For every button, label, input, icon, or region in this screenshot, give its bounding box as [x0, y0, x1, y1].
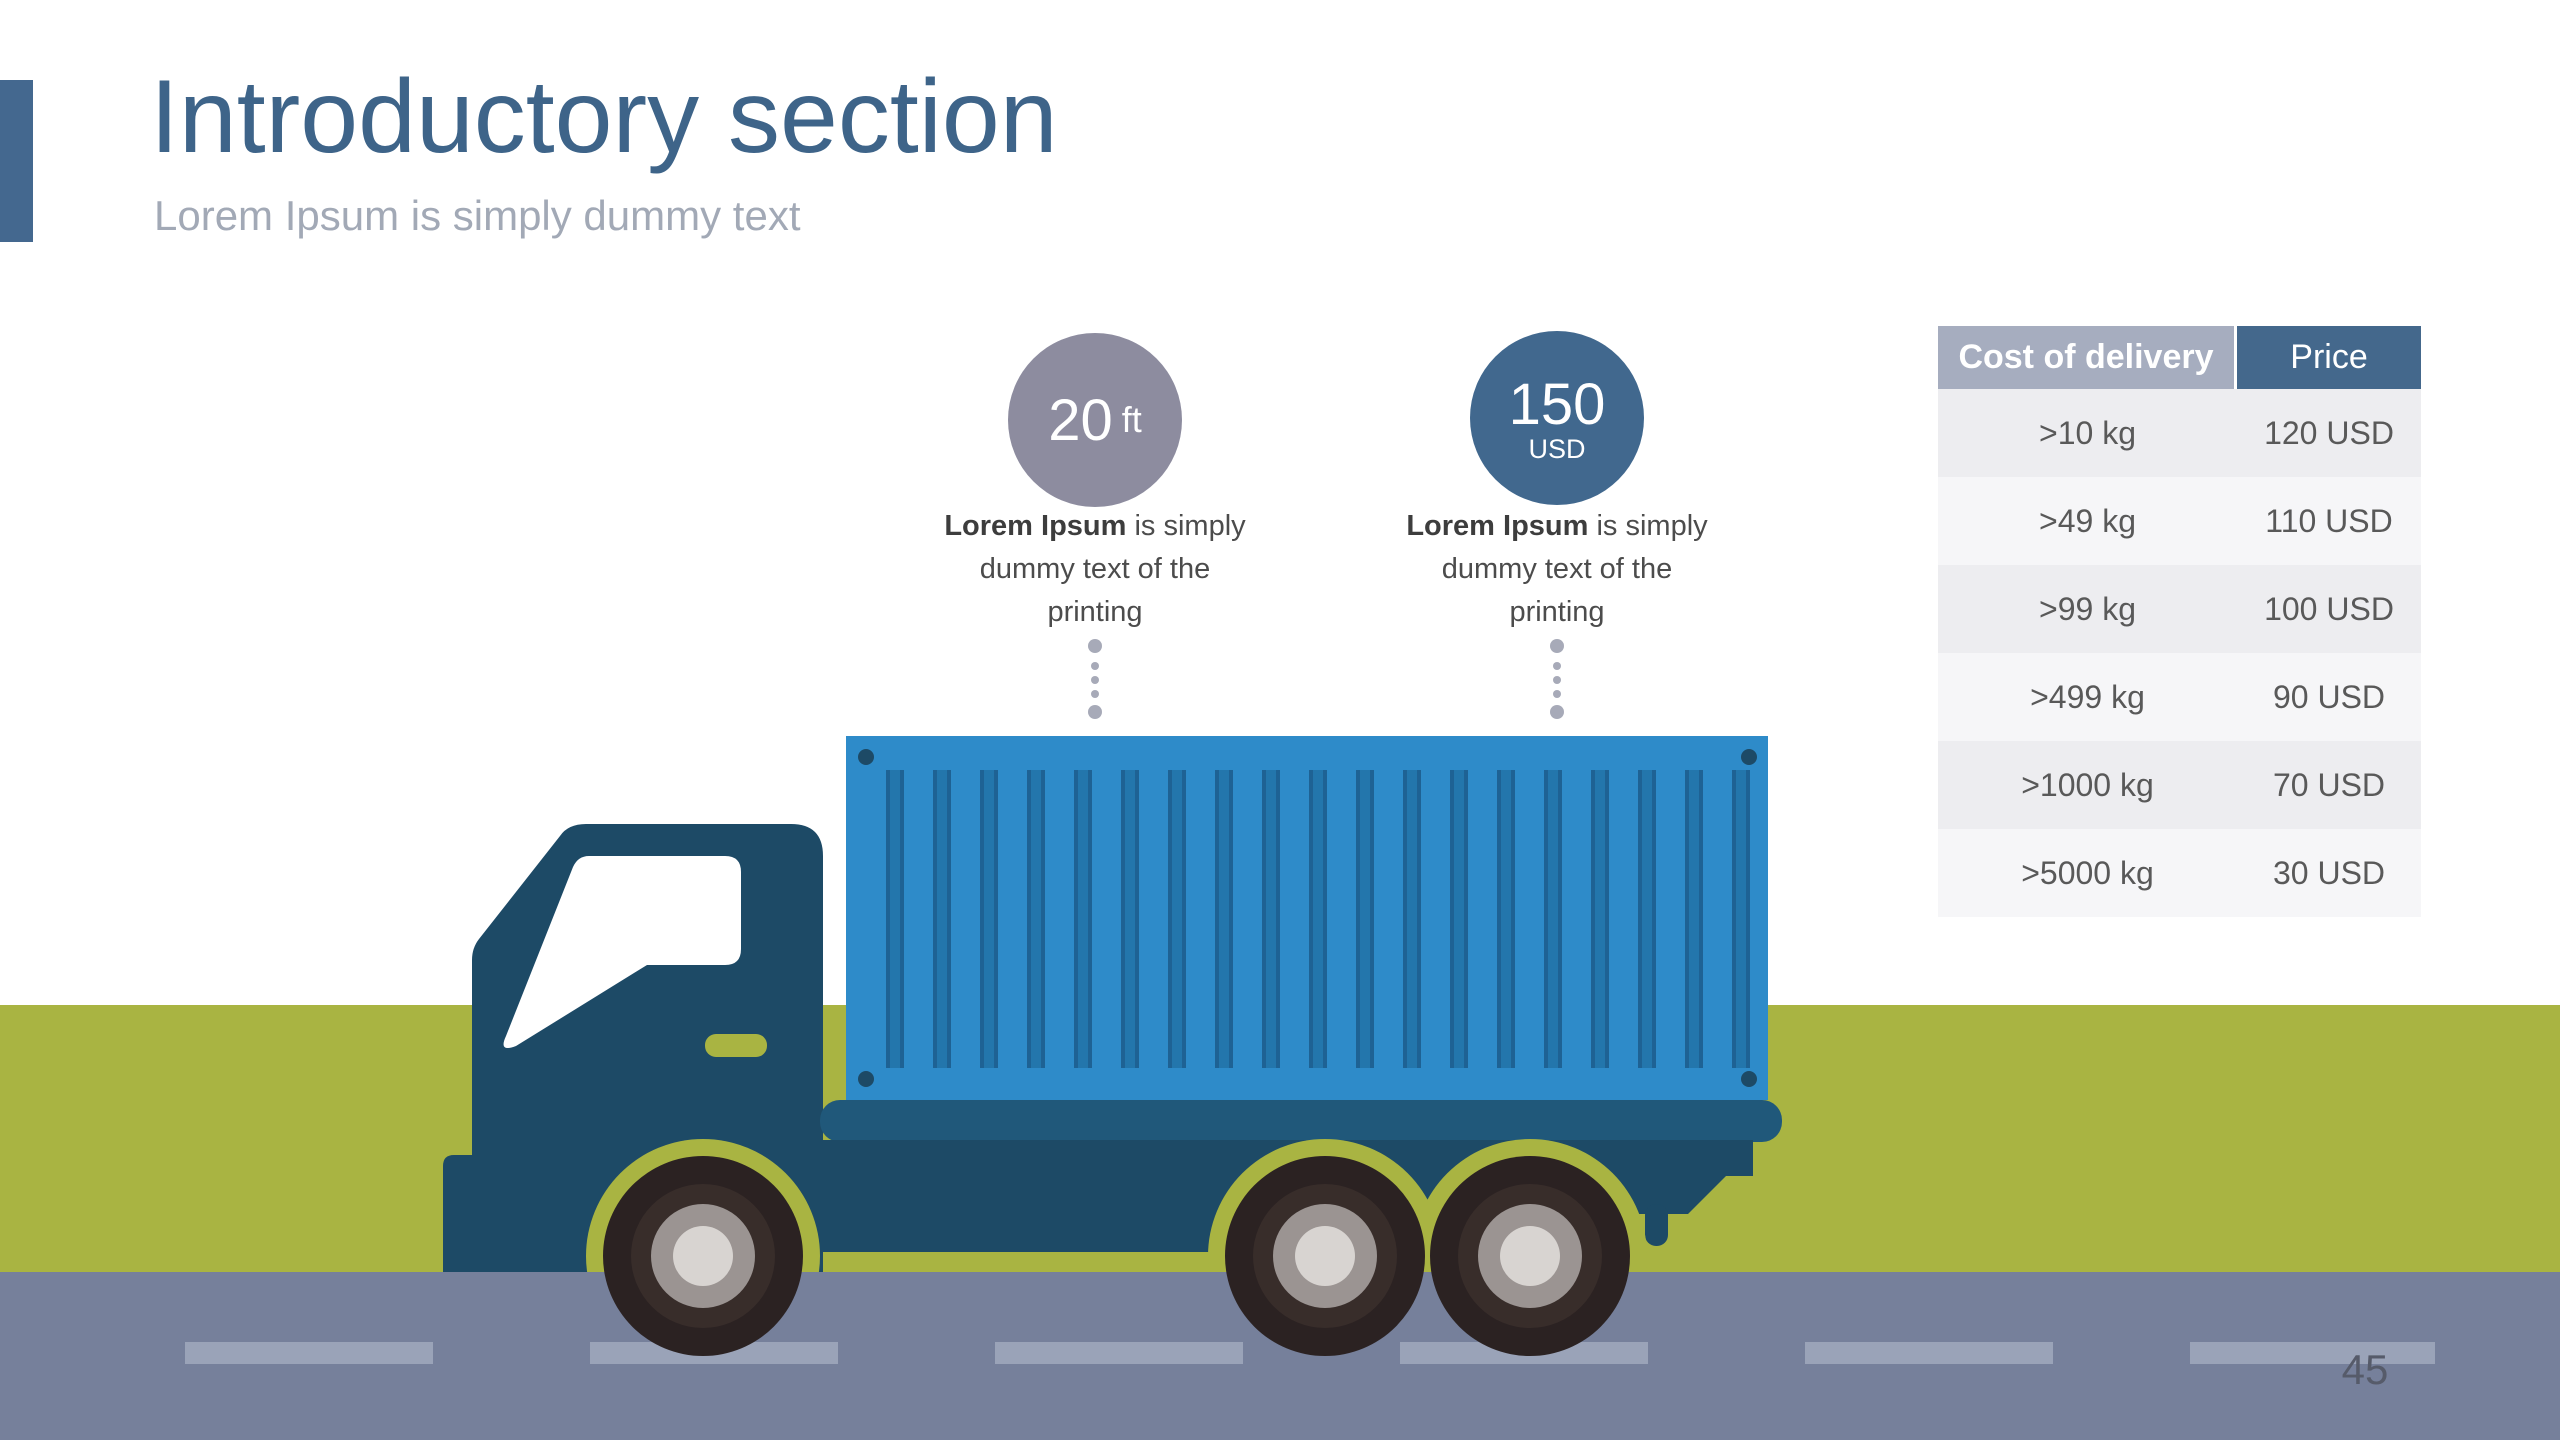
caption-text: printing	[1509, 596, 1605, 628]
weight-cell: >49 kg	[2039, 502, 2136, 539]
table-header-price: Price	[2237, 326, 2421, 389]
table-row: >99 kg 100 USD	[1938, 565, 2421, 653]
connector-dots-left	[1088, 639, 1102, 719]
price-badge-value: 150	[1508, 372, 1606, 437]
header-divider	[2234, 326, 2237, 389]
price-cell: 110 USD	[2265, 502, 2393, 539]
truck-bed	[820, 1100, 1782, 1142]
price-caption: Lorem Ipsum is simply dummy text of the …	[1387, 505, 1727, 634]
page-title: Introductory section	[150, 59, 1058, 175]
mud-flap	[1645, 1204, 1668, 1246]
weight-cell: >5000 kg	[2021, 854, 2154, 891]
table-header-cost: Cost of delivery	[1938, 326, 2234, 389]
rear-wheel-1	[1225, 1156, 1425, 1356]
caption-text: is simply	[1126, 510, 1246, 542]
weight-cell: >99 kg	[2039, 590, 2136, 627]
caption-text: is simply	[1588, 510, 1708, 542]
caption-text: dummy text of the	[1441, 553, 1673, 585]
price-cell: 100 USD	[2264, 590, 2394, 627]
page-number: 45	[2341, 1346, 2389, 1393]
size-caption: Lorem Ipsum is simply dummy text of the …	[925, 505, 1265, 634]
size-badge: 20 ft	[1008, 333, 1182, 507]
weight-cell: >10 kg	[2039, 414, 2136, 451]
page-subtitle: Lorem Ipsum is simply dummy text	[154, 192, 801, 239]
size-badge-value: 20	[1048, 387, 1113, 453]
container-corner-bolts	[858, 749, 1757, 1087]
caption-text: printing	[1047, 596, 1143, 628]
connector-dots-right	[1550, 639, 1564, 719]
rear-wheel-2	[1430, 1156, 1630, 1356]
price-badge-unit: USD	[1528, 434, 1586, 464]
weight-cell: >1000 kg	[2021, 766, 2154, 803]
caption-bold-text: Lorem Ipsum	[944, 510, 1127, 542]
cost-of-delivery-table: Cost of delivery Price >10 kg 120 USD >4…	[1938, 326, 2421, 917]
container-ribs	[857, 770, 1755, 1068]
weight-cell: >499 kg	[2030, 678, 2145, 715]
caption-bold-text: Lorem Ipsum	[1406, 510, 1589, 542]
price-badge: 150 USD	[1470, 331, 1644, 505]
table-row: >10 kg 120 USD	[1938, 389, 2421, 477]
size-badge-unit: ft	[1121, 399, 1142, 440]
table-header-row: Cost of delivery Price	[1938, 326, 2421, 389]
price-cell: 30 USD	[2272, 854, 2386, 891]
table-row: >49 kg 110 USD	[1938, 477, 2421, 565]
price-cell: 70 USD	[2272, 766, 2386, 803]
price-cell: 90 USD	[2272, 678, 2386, 715]
accent-bar	[0, 80, 33, 242]
table-row: >1000 kg 70 USD	[1938, 741, 2421, 829]
front-wheel	[603, 1156, 803, 1356]
door-handle	[705, 1034, 767, 1057]
road-dashes	[185, 1342, 2435, 1364]
price-cell: 120 USD	[2264, 414, 2394, 451]
caption-text: dummy text of the	[979, 553, 1211, 585]
cab-window	[503, 856, 741, 1049]
table-row: >499 kg 90 USD	[1938, 653, 2421, 741]
table-row: >5000 kg 30 USD	[1938, 829, 2421, 917]
